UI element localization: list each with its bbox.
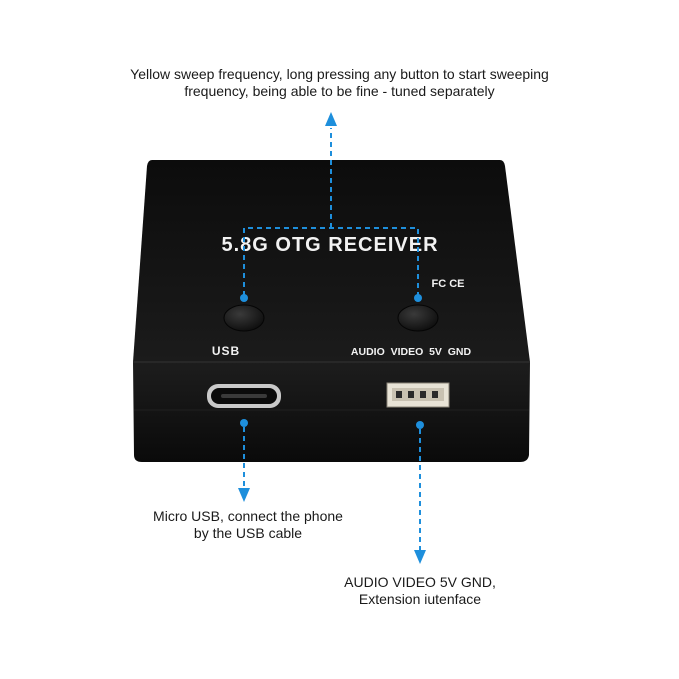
top-caption-line1: Yellow sweep frequency, long pressing an… <box>130 66 549 82</box>
certification-mark: FC CE <box>432 278 465 290</box>
device-title: 5.8G OTG RECEIVER <box>221 234 438 256</box>
button-right-icon[interactable] <box>397 304 439 332</box>
micro-usb-port-icon <box>207 384 281 408</box>
header-caption: AUDIO VIDEO 5V GND, Extension iutenface <box>310 574 530 608</box>
button-connector <box>243 128 419 296</box>
top-caption: Yellow sweep frequency, long pressing an… <box>60 66 619 100</box>
button-left-icon[interactable] <box>223 304 265 332</box>
pin-header-icon <box>386 382 450 408</box>
arrow-down-icon <box>238 488 250 502</box>
header-caption-line1: AUDIO VIDEO 5V GND, <box>344 574 496 590</box>
arrow-down-icon <box>414 550 426 564</box>
device-front-face <box>133 362 530 462</box>
usb-caption: Micro USB, connect the phone by the USB … <box>118 508 378 542</box>
usb-caption-line2: by the USB cable <box>193 525 303 541</box>
header-caption-line2: Extension iutenface <box>358 591 482 607</box>
usb-connector-arrow <box>238 419 250 502</box>
arrow-up-icon <box>325 112 337 126</box>
header-pins-label: AUDIO VIDEO 5V GND <box>351 346 472 358</box>
usb-caption-line1: Micro USB, connect the phone <box>153 508 343 524</box>
usb-label: USB <box>212 344 240 358</box>
header-connector-arrow <box>414 421 426 564</box>
top-caption-line2: frequency, being able to be fine - tuned… <box>184 83 495 99</box>
